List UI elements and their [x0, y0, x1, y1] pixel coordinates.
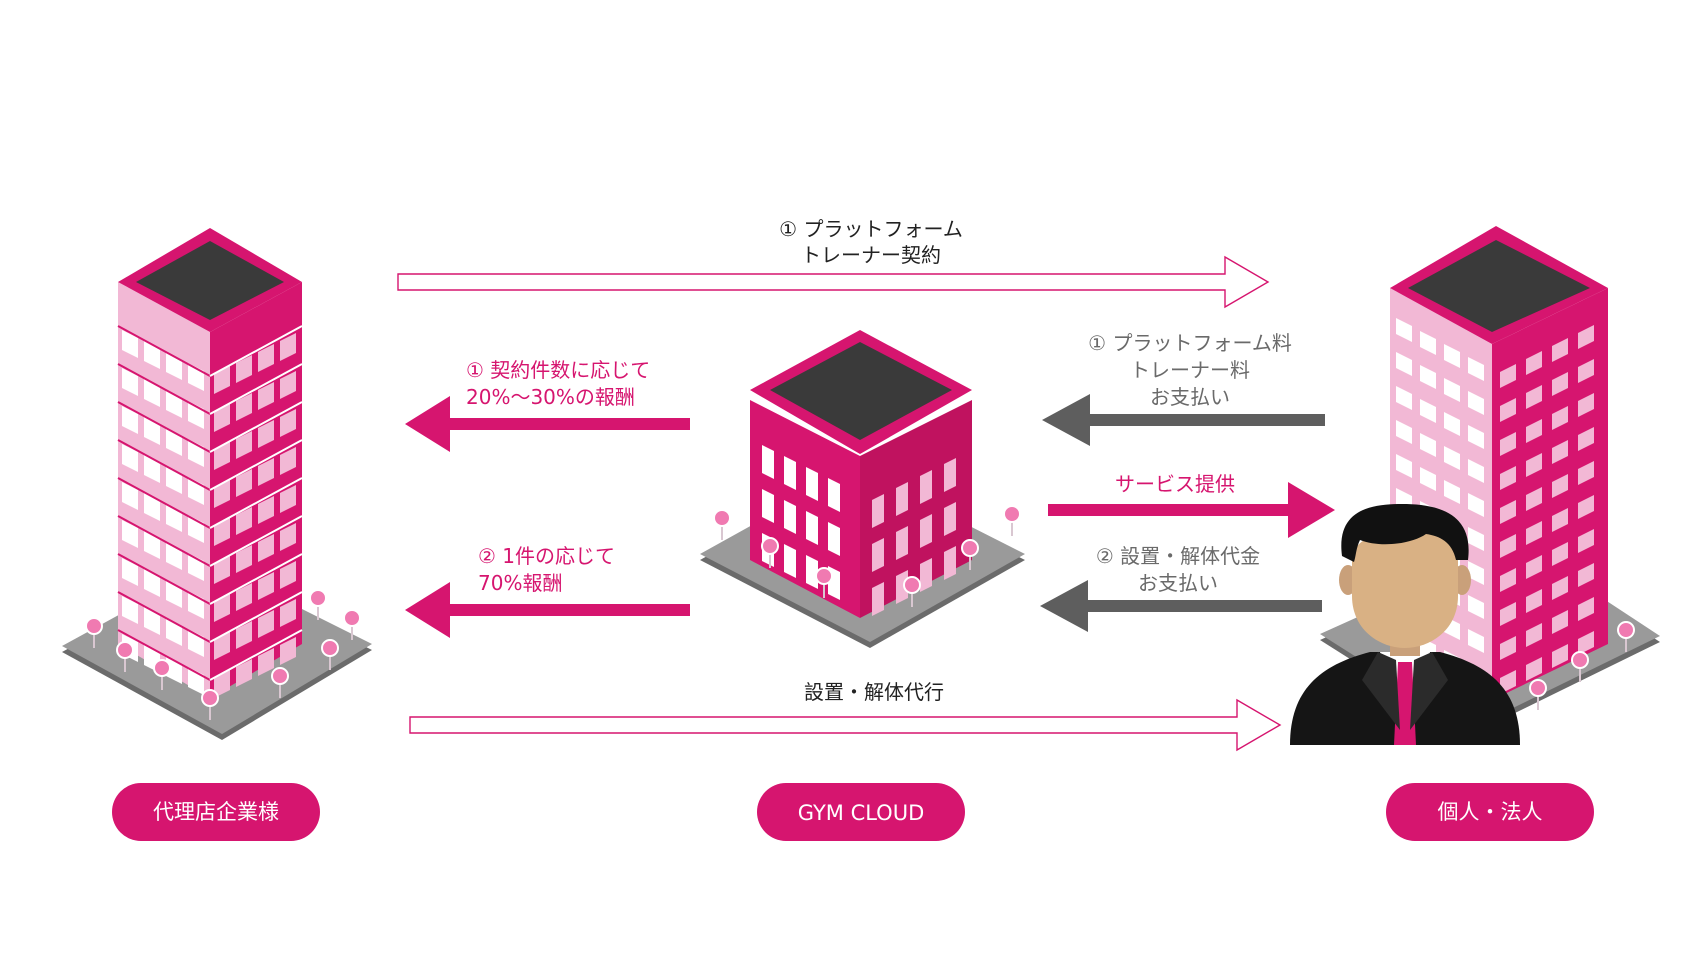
arrow-platform-fee: [1042, 394, 1325, 446]
node-gymcloud-pill: [757, 783, 965, 841]
label-platform-fee-line3: お支払い: [1150, 385, 1230, 409]
node-agency: 代理店企業様: [112, 783, 320, 841]
skyscraper-icon: [62, 228, 372, 740]
arrow-service: [1048, 482, 1335, 538]
businessman-icon: [1290, 504, 1520, 745]
label-reward-contracts-line1: ① 契約件数に応じて: [466, 358, 650, 382]
office-building-icon: [700, 330, 1025, 648]
label-platform-contract-line2: トレーナー契約: [801, 243, 941, 267]
node-agency-pill: [112, 783, 320, 841]
label-platform-fee-line1: ① プラットフォーム料: [1088, 331, 1292, 355]
node-gymcloud-label: GYM CLOUD: [798, 801, 925, 825]
label-reward-contracts-line2: 20%〜30%の報酬: [466, 385, 635, 409]
label-platform-fee: ① プラットフォーム料 トレーナー料 お支払い: [1088, 331, 1292, 409]
label-reward-contracts: ① 契約件数に応じて 20%〜30%の報酬: [466, 358, 650, 409]
label-install-fee-line1: ② 設置・解体代金: [1096, 544, 1260, 568]
node-customer-label: 個人・法人: [1438, 800, 1543, 824]
label-install-fee: ② 設置・解体代金 お支払い: [1096, 544, 1260, 595]
label-reward-per-case-line2: 70%報酬: [478, 571, 562, 595]
arrow-reward-per-case: [405, 582, 690, 638]
label-install-fee-line2: お支払い: [1138, 571, 1218, 595]
label-install-agency: 設置・解体代行: [804, 680, 944, 704]
label-platform-fee-line2: トレーナー料: [1130, 358, 1250, 382]
arrow-install-fee: [1040, 580, 1322, 632]
label-platform-contract-line1: ① プラットフォーム: [779, 217, 963, 241]
label-service-line1: サービス提供: [1115, 472, 1235, 496]
label-service: サービス提供: [1115, 472, 1235, 496]
label-install-agency-line1: 設置・解体代行: [804, 680, 944, 704]
node-customer-pill: [1386, 783, 1594, 841]
node-gymcloud: GYM CLOUD: [757, 783, 965, 841]
arrow-reward-contracts: [405, 396, 690, 452]
node-customer: 個人・法人: [1386, 783, 1594, 841]
label-reward-per-case: ② 1件の応じて 70%報酬: [478, 544, 615, 595]
arrow-install-agency: [409, 698, 1282, 752]
label-platform-contract: ① プラットフォーム トレーナー契約: [779, 217, 963, 267]
arrow-platform-contract: [397, 255, 1270, 309]
label-reward-per-case-line1: ② 1件の応じて: [478, 544, 615, 568]
node-agency-label: 代理店企業様: [153, 800, 279, 824]
